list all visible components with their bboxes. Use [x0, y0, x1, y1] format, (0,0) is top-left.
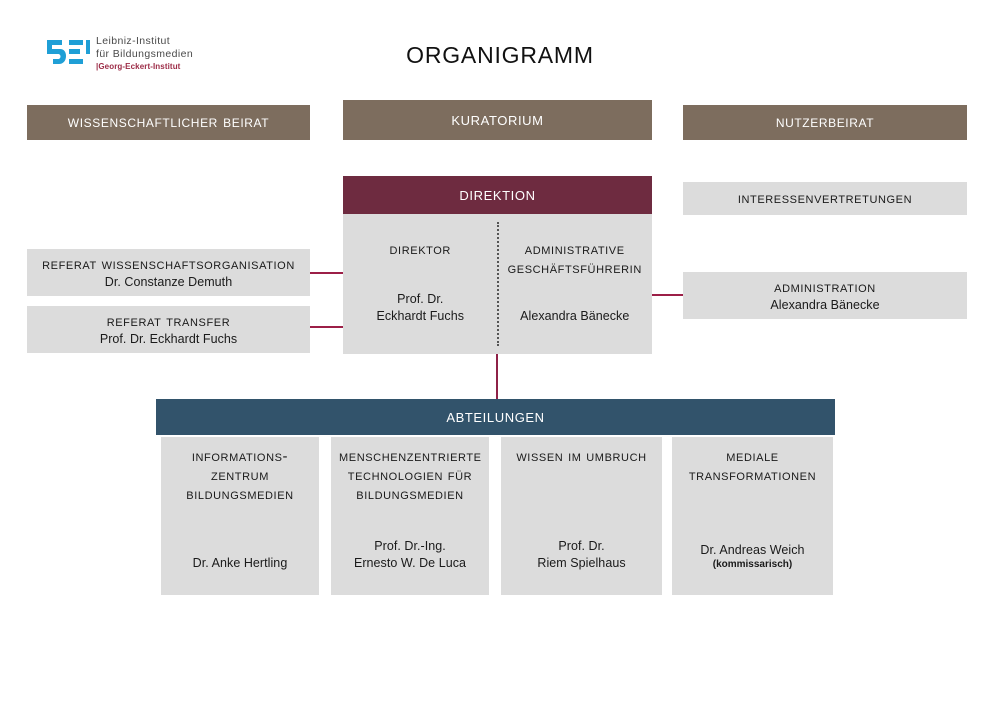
box-nutzerbeirat: Nutzerbeirat [683, 105, 967, 140]
box-interessenvertretungen: Interessenvertretungen [683, 182, 967, 215]
wissenschaftlicher-beirat-label: Wissenschaftlicher Beirat [67, 112, 270, 131]
referat-wissenschaftsorganisation-person: Dr. Constanze Demuth [104, 274, 233, 289]
logo-text-block: Leibniz-Institut für Bildungsmedien |Geo… [96, 34, 193, 72]
logo-line-1: Leibniz-Institut [96, 35, 171, 47]
dept1-person-line1: Prof. Dr.-Ing. [374, 539, 446, 553]
box-kuratorium: Kuratorium [343, 100, 652, 140]
institute-logo: Leibniz-Institut für Bildungsmedien |Geo… [44, 34, 193, 74]
logo-line-2: für Bildungsmedien [96, 47, 194, 60]
dept3-title-line1: Mediale [726, 448, 779, 465]
page-title: ORGANIGRAMM [406, 42, 594, 68]
dept-column-wissen-im-umbruch: Wissen im Umbruch Prof. Dr. Riem Spielha… [501, 437, 662, 595]
logo-subtitle: |Georg-Eckert-Institut [96, 62, 181, 71]
director-name-line2: Eckhardt Fuchs [376, 308, 465, 323]
referat-transfer-person: Prof. Dr. Eckhardt Fuchs [99, 331, 238, 346]
dept2-title-line1: Wissen im Umbruch [516, 448, 647, 465]
direktion-director-cell: Direktor Prof. Dr. Eckhardt Fuchs [343, 214, 498, 354]
box-direktion-header: Direktion [343, 176, 652, 214]
admin-director-name: Alexandra Bänecke [520, 308, 630, 323]
box-abteilungen-header: Abteilungen [156, 399, 835, 435]
referat-transfer-title: Referat Transfer [106, 312, 231, 330]
administration-title: Administration [774, 278, 876, 296]
box-wissenschaftlicher-beirat: Wissenschaftlicher Beirat [27, 105, 310, 140]
dept0-title-line2: zentrum [211, 467, 269, 485]
dept-title-menschenzentrierte-technologien: Menschenzentrierte Technologien für Bild… [339, 447, 481, 505]
gei-logo-mark [44, 34, 90, 74]
connector-administration-to-direktion [652, 294, 683, 296]
director-name: Prof. Dr. Eckhardt Fuchs [376, 291, 464, 324]
kuratorium-label: Kuratorium [451, 108, 544, 130]
director-name-line1: Prof. Dr. [397, 292, 444, 306]
connector-referat-wiss-to-direktion [310, 272, 343, 274]
dept2-person-line2: Riem Spielhaus [537, 555, 626, 570]
admin-role-line1: Administrative [524, 241, 625, 258]
dept3-person-note: (kommissarisch) [712, 559, 793, 570]
box-referat-wissenschaftsorganisation: Referat Wissenschaftsorganisation Dr. Co… [27, 249, 310, 296]
dept-column-mediale-transformationen: Mediale Transformationen Dr. Andreas Wei… [672, 437, 833, 595]
interessenvertretungen-title: Interessenvertretungen [737, 189, 913, 207]
dept3-title-line2: Transformationen [688, 467, 817, 485]
direktion-label: Direktion [459, 183, 536, 205]
abteilungen-label: Abteilungen [446, 405, 545, 427]
dept-title-mediale-transformationen: Mediale Transformationen [680, 447, 825, 485]
dept-person-mediale-transformationen: Dr. Andreas Weich (kommissarisch) [680, 542, 825, 584]
dept-person-informationszentrum: Dr. Anke Hertling [169, 555, 311, 584]
admin-role-line2: Geschäftsführerin [507, 260, 642, 278]
dept1-title-line2: Technologien für [347, 467, 473, 485]
dept1-person-line2: Ernesto W. De Luca [353, 555, 467, 570]
dept-person-menschenzentrierte-technologien: Prof. Dr.-Ing. Ernesto W. De Luca [339, 538, 481, 583]
dept-person-wissen-im-umbruch: Prof. Dr. Riem Spielhaus [509, 538, 654, 583]
dept0-title-line3: Bildungsmedien [186, 486, 294, 504]
connector-direktion-to-abteilungen [496, 354, 498, 399]
dept-column-menschenzentrierte-technologien: Menschenzentrierte Technologien für Bild… [331, 437, 489, 595]
nutzerbeirat-label: Nutzerbeirat [775, 112, 875, 131]
dept1-title-line1: Menschenzentrierte [339, 448, 482, 465]
referat-wissenschaftsorganisation-title: Referat Wissenschaftsorganisation [42, 255, 295, 273]
dept-title-informationszentrum: Informations- zentrum Bildungsmedien [169, 447, 311, 505]
dept-column-informationszentrum: Informations- zentrum Bildungsmedien Dr.… [161, 437, 319, 595]
dept0-person-line1: Dr. Anke Hertling [192, 555, 288, 570]
dept-title-wissen-im-umbruch: Wissen im Umbruch [509, 447, 654, 466]
dept0-title-line1: Informations- [191, 448, 289, 465]
administration-person: Alexandra Bänecke [770, 297, 880, 312]
box-referat-transfer: Referat Transfer Prof. Dr. Eckhardt Fuch… [27, 306, 310, 353]
director-role: Direktor [389, 241, 451, 258]
box-administration: Administration Alexandra Bänecke [683, 272, 967, 319]
admin-director-role: Administrative Geschäftsführerin [508, 240, 642, 278]
direktion-divider [496, 222, 499, 346]
dept2-person-line1: Prof. Dr. [558, 539, 605, 553]
direktion-admin-cell: Administrative Geschäftsführerin Alexand… [498, 214, 653, 354]
connector-referat-transfer-to-direktion [310, 326, 343, 328]
dept3-person-line1: Dr. Andreas Weich [700, 542, 805, 557]
dept1-title-line3: Bildungsmedien [356, 486, 464, 504]
direktion-body: Direktor Prof. Dr. Eckhardt Fuchs Admini… [343, 214, 652, 354]
